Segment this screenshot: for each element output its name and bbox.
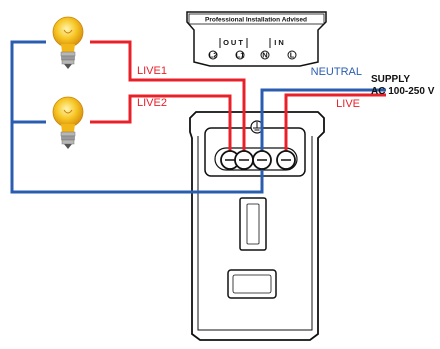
wire-live1 xyxy=(90,40,246,160)
supply-voltage-label: AC 100-250 V xyxy=(371,86,435,97)
installation-banner-text: Professional Installation Advised xyxy=(205,17,307,24)
wire-neutral xyxy=(10,40,386,194)
terminal-screw-icon xyxy=(220,150,296,170)
wire-label-live1: LIVE1 xyxy=(137,65,167,77)
wire-live xyxy=(284,93,386,160)
supply-label: SUPPLY xyxy=(371,74,410,85)
wire-live2 xyxy=(90,94,232,160)
terminal-block-top: Professional Installation Advised OUT IN… xyxy=(186,11,327,67)
wire-label-neutral: NEUTRAL xyxy=(311,66,362,78)
terminal-marker-l1: L1 xyxy=(236,51,245,60)
terminal-group-out-label: OUT xyxy=(223,38,245,47)
switch-device xyxy=(189,111,325,341)
wire-label-live2: LIVE2 xyxy=(137,97,167,109)
terminal-marker-n: N xyxy=(262,51,267,60)
terminal-marker-l: L xyxy=(290,51,295,60)
terminal-screw-icon xyxy=(208,50,297,60)
wire-label-live: LIVE xyxy=(336,98,360,110)
installation-banner xyxy=(188,13,325,25)
terminal-marker-l2: L2 xyxy=(209,51,218,60)
wires xyxy=(10,40,386,194)
terminal-group-in-label: IN xyxy=(274,38,286,47)
light-bulb-icon xyxy=(52,16,84,69)
light-bulb-icon xyxy=(52,96,84,149)
